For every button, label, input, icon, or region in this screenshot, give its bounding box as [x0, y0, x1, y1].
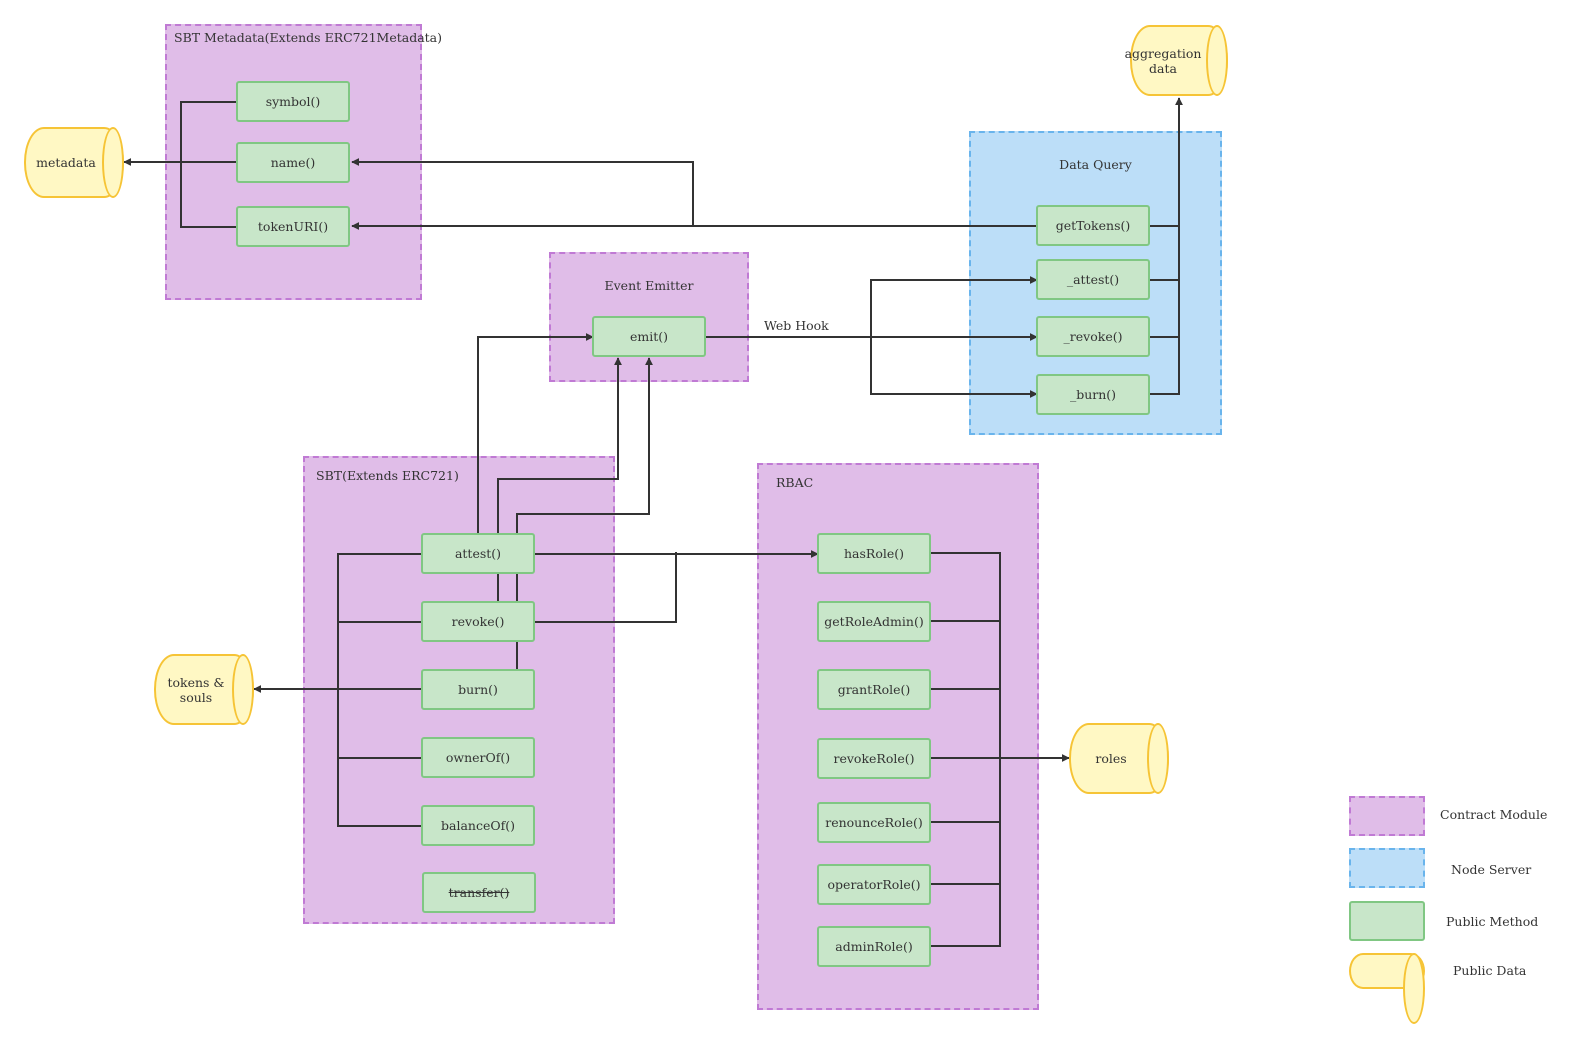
- hasrole-method[interactable]: hasRole(): [817, 533, 931, 574]
- legend-contract-module-swatch: [1349, 796, 1425, 836]
- burn-method[interactable]: burn(): [421, 669, 535, 710]
- adminrole-method[interactable]: adminRole(): [817, 926, 931, 967]
- ownerof-method-label: ownerOf(): [445, 750, 511, 765]
- revoke-method[interactable]: revoke(): [421, 601, 535, 642]
- data-query-label: Data Query: [1059, 157, 1132, 172]
- legend-node-server-label: Node Server: [1451, 862, 1532, 877]
- private-burn-method-label: _burn(): [1069, 387, 1117, 402]
- renouncerole-method-label: renounceRole(): [825, 815, 923, 830]
- gettokens-method-label: getTokens(): [1055, 218, 1131, 233]
- metadata-store-label: metadata: [36, 155, 96, 170]
- revoke-method-label: revoke(): [451, 614, 505, 629]
- name-method-label: name(): [270, 155, 316, 170]
- getroleadmin-method-label: getRoleAdmin(): [824, 614, 924, 629]
- tokenuri-method[interactable]: tokenURI(): [236, 206, 350, 247]
- edge-gettokens-name: [351, 158, 1037, 227]
- private-attest-method-label: _attest(): [1066, 272, 1120, 287]
- revokerole-method-label: revokeRole(): [833, 751, 915, 766]
- emit-method[interactable]: emit(): [592, 316, 706, 357]
- name-method[interactable]: name(): [236, 142, 350, 183]
- private-revoke-method-label: _revoke(): [1063, 329, 1123, 344]
- getroleadmin-method[interactable]: getRoleAdmin(): [817, 601, 931, 642]
- grantrole-method-label: grantRole(): [837, 682, 911, 697]
- aggregation-line-2: data: [1149, 60, 1177, 76]
- renouncerole-method[interactable]: renounceRole(): [817, 802, 931, 843]
- burn-method-label: burn(): [458, 682, 498, 697]
- roles-store-label: roles: [1095, 751, 1127, 766]
- private-burn-method[interactable]: _burn(): [1036, 374, 1150, 415]
- balanceof-method[interactable]: balanceOf(): [421, 805, 535, 846]
- tokens-souls-store-label: tokens & souls: [167, 674, 225, 705]
- gettokens-method[interactable]: getTokens(): [1036, 205, 1150, 246]
- attest-method-label: attest(): [454, 546, 502, 561]
- sbt-module-label: SBT(Extends ERC721): [316, 468, 459, 483]
- metadata-store: metadata: [24, 127, 124, 198]
- transfer-method-label: transfer(): [448, 885, 510, 900]
- hasrole-method-label: hasRole(): [843, 546, 904, 561]
- grantrole-method[interactable]: grantRole(): [817, 669, 931, 710]
- operatorrole-method-label: operatorRole(): [827, 877, 921, 892]
- event-emitter-label: Event Emitter: [604, 278, 694, 293]
- attest-method[interactable]: attest(): [421, 533, 535, 574]
- legend-public-method-label: Public Method: [1446, 914, 1539, 929]
- private-attest-method[interactable]: _attest(): [1036, 259, 1150, 300]
- legend-public-data-swatch: [1349, 953, 1425, 1024]
- ownerof-method[interactable]: ownerOf(): [421, 737, 535, 778]
- adminrole-method-label: adminRole(): [835, 939, 913, 954]
- aggregation-line-1: aggregation: [1124, 45, 1202, 61]
- transfer-method[interactable]: transfer(): [422, 872, 536, 913]
- rbac-module-label: RBAC: [776, 475, 814, 490]
- operatorrole-method[interactable]: operatorRole(): [817, 864, 931, 905]
- legend-public-data-label: Public Data: [1453, 963, 1527, 978]
- revokerole-method[interactable]: revokeRole(): [817, 738, 931, 779]
- roles-store: roles: [1069, 723, 1169, 794]
- tokenuri-method-label: tokenURI(): [257, 219, 329, 234]
- legend-contract-module-label: Contract Module: [1440, 807, 1548, 822]
- symbol-method[interactable]: symbol(): [236, 81, 350, 122]
- web-hook-label: Web Hook: [763, 318, 830, 333]
- balanceof-method-label: balanceOf(): [441, 818, 515, 833]
- legend-public-method-swatch: [1349, 901, 1425, 941]
- symbol-method-label: symbol(): [265, 94, 321, 109]
- emit-method-label: emit(): [629, 329, 669, 344]
- private-revoke-method[interactable]: _revoke(): [1036, 316, 1150, 357]
- legend-node-server-swatch: [1349, 848, 1425, 888]
- tokens-souls-store: tokens & souls: [154, 654, 254, 725]
- metadata-module-label: SBT Metadata(Extends ERC721Metadata): [174, 30, 443, 45]
